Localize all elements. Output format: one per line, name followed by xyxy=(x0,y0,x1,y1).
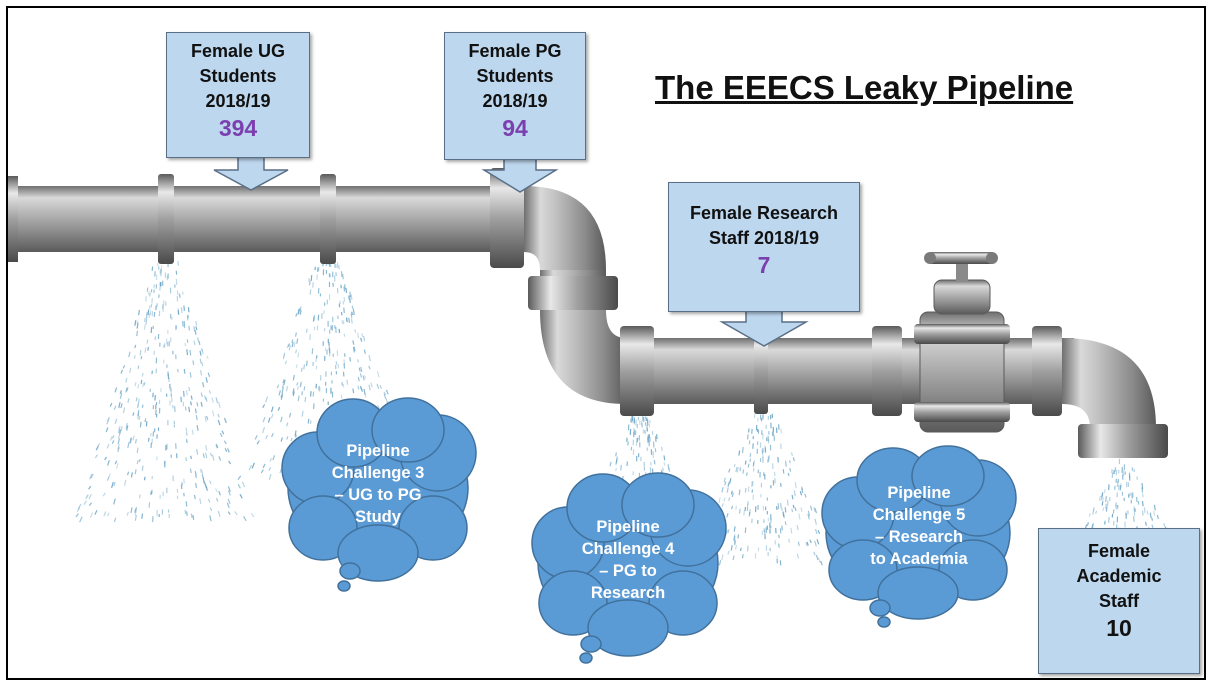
pipe-flange-4 xyxy=(872,326,902,416)
diagram-frame: The EEECS Leaky Pipeline Female UG Stude… xyxy=(6,6,1206,680)
pipe-joint-3 xyxy=(754,328,768,414)
ug-label-2: Students xyxy=(199,66,277,86)
challenge-4-text: Pipeline Challenge 4 – PG to Research xyxy=(558,516,698,604)
pipe-flange-3 xyxy=(620,326,654,416)
pg-label-1: Female PG xyxy=(468,41,562,61)
box-pg-students: Female PG Students 2018/19 94 xyxy=(444,32,586,160)
challenge-3-line-3: – UG to PG xyxy=(334,486,422,504)
challenge-4-line-4: Research xyxy=(590,584,666,602)
challenge-3-line-2: Challenge 3 xyxy=(331,464,425,482)
research-label-2: Staff 2018/19 xyxy=(708,228,820,248)
cloud-challenge-3 xyxy=(281,397,477,592)
challenge-3-line-4: Study xyxy=(355,508,401,526)
lower-pipe xyxy=(654,338,1074,404)
box-research-staff: Female Research Staff 2018/19 7 xyxy=(668,182,860,312)
arrow-research xyxy=(719,309,809,347)
pipe-end-cap-left xyxy=(8,176,18,262)
pipeline-illustration xyxy=(8,155,1169,664)
challenge-5-line-2: Challenge 5 xyxy=(872,506,966,524)
challenge-5-line-3: – Research xyxy=(874,528,964,546)
pipe-joint-2 xyxy=(320,174,336,264)
ug-label-3: 2018/19 xyxy=(205,91,271,111)
outlet-flange xyxy=(1078,424,1168,458)
upper-elbow xyxy=(524,186,606,270)
pg-label-2: Students xyxy=(476,66,554,86)
valve xyxy=(914,252,1010,433)
diagram-title: The EEECS Leaky Pipeline xyxy=(655,69,1074,106)
academic-label-1: Female xyxy=(1087,541,1151,561)
academic-label-2: Academic xyxy=(1076,566,1162,586)
challenge-3-text: Pipeline Challenge 3 – UG to PG Study xyxy=(308,440,448,528)
end-elbow xyxy=(1062,338,1156,428)
ug-label-1: Female UG xyxy=(190,41,286,61)
challenge-5-line-4: to Academia xyxy=(870,550,968,568)
challenge-4-line-3: – PG to xyxy=(599,562,657,580)
spray-joint-1 xyxy=(75,258,255,523)
challenge-5-text: Pipeline Challenge 5 – Research to Acade… xyxy=(844,482,994,570)
challenge-5-line-1: Pipeline xyxy=(887,484,951,502)
pipe-flange-1 xyxy=(490,168,524,268)
arrow-ug xyxy=(213,155,289,191)
cloud-challenge-5 xyxy=(821,445,1017,628)
upper-pipe xyxy=(8,186,518,252)
pipe-flange-2 xyxy=(528,276,618,310)
box-ug-students: Female UG Students 2018/19 394 xyxy=(166,32,310,158)
research-label-1: Female Research xyxy=(689,203,839,223)
lower-elbow xyxy=(540,310,626,404)
ug-value: 394 xyxy=(218,115,258,141)
challenge-4-line-1: Pipeline xyxy=(596,518,660,536)
academic-label-3: Staff xyxy=(1099,591,1139,611)
academic-value: 10 xyxy=(1106,615,1132,641)
pipe-joint-1 xyxy=(158,174,174,264)
cloud-challenge-4 xyxy=(531,472,727,664)
pipe-flange-5 xyxy=(1032,326,1062,416)
pg-value: 94 xyxy=(502,115,528,141)
challenge-4-line-2: Challenge 4 xyxy=(581,540,675,558)
challenge-3-line-1: Pipeline xyxy=(346,442,410,460)
arrow-pg xyxy=(481,157,559,193)
pg-label-3: 2018/19 xyxy=(482,91,548,111)
box-academic-staff: Female Academic Staff 10 xyxy=(1038,528,1200,674)
research-value: 7 xyxy=(757,252,771,278)
spray-joint-3 xyxy=(695,413,830,566)
